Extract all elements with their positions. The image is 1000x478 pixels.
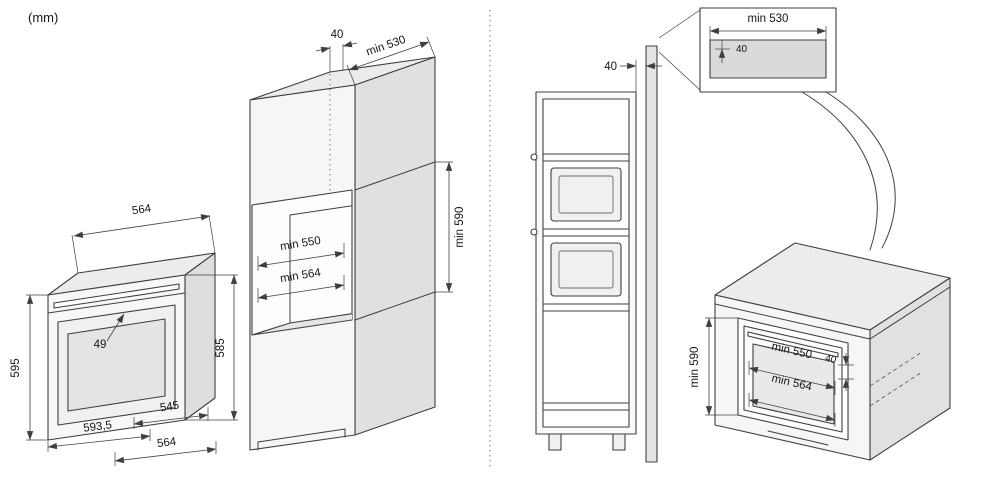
detail-inset: min 530 40 <box>658 7 896 251</box>
base-cabinet-body <box>714 242 951 461</box>
dim-base-niche-height: min 590 <box>689 347 701 388</box>
cabinet-leg-front <box>548 433 562 451</box>
dim-side-view-rear-gap: 40 <box>604 61 617 73</box>
dim-base-rear-gap: 40 <box>824 353 838 366</box>
dim-inset-rear-gap: 40 <box>736 44 748 55</box>
hidden-edge-1 <box>869 351 923 387</box>
dim-inset-top-depth: min 530 <box>748 13 789 25</box>
tall-cabinet-niche <box>251 189 353 336</box>
tall-cabinet-side-niche-bottom-line <box>354 291 436 321</box>
oven-door-glass <box>67 318 166 412</box>
dim-oven-right-height: 585 <box>215 338 227 357</box>
worktop-edge-front <box>714 303 871 340</box>
side-appliance-1 <box>550 167 622 222</box>
dim-oven-inner-width: 545 <box>159 400 180 415</box>
base-drawer-handle-line <box>767 430 829 446</box>
dim-oven-depth: 593,5 <box>83 419 113 434</box>
hinge-dot-1 <box>530 153 538 161</box>
dim-tall-cabinet-top-gap: 40 <box>331 29 344 41</box>
tall-cabinet-niche-interior <box>252 199 352 335</box>
worktop-edge-right <box>869 286 951 340</box>
wall-panel <box>645 45 658 463</box>
oven-dimensions: 564 595 49 585 545 593,5 <box>10 203 238 466</box>
base-cabinet-dimensions: min 590 min 550 40 min 564 <box>689 317 854 427</box>
base-cabinet-view: min 590 min 550 40 min 564 <box>689 242 951 461</box>
units-label: (mm) <box>28 10 58 25</box>
cabinet-leg-rear <box>612 433 626 451</box>
oven-right-face <box>184 252 216 421</box>
oven-view: 564 595 49 585 545 593,5 <box>10 203 238 466</box>
tall-cabinet-plinth-line <box>257 428 346 443</box>
inset-zoom-curve-right <box>825 91 896 249</box>
tall-cabinet-view: 40 min 530 min 550 min 564 min 590 <box>249 29 466 451</box>
side-appliance-2 <box>550 242 622 297</box>
dim-tall-cabinet-niche-height: min 590 <box>454 207 466 248</box>
inset-zoom-curve-left <box>801 91 878 251</box>
inset-callout-line-bottom <box>658 51 701 91</box>
inset-worktop-slab <box>709 39 827 79</box>
hinge-dot-2 <box>530 228 538 236</box>
hidden-edge-2 <box>869 371 923 407</box>
side-cabinet <box>530 91 637 451</box>
oven-handle <box>53 283 180 309</box>
inset-callout-line-top <box>658 9 701 39</box>
oven-control-panel-line <box>47 292 186 314</box>
dim-oven-top-width: 564 <box>131 203 152 218</box>
tall-cabinet-side-niche-top-line <box>354 161 436 191</box>
dim-oven-left-height: 595 <box>10 358 22 377</box>
base-oven-handle <box>747 331 839 358</box>
dim-oven-handle-clearance: 49 <box>94 339 107 351</box>
side-view-dimension: 40 <box>604 60 662 92</box>
oven-body <box>47 252 216 441</box>
tall-cabinet-right-face <box>354 56 436 436</box>
side-view: 40 <box>530 45 662 463</box>
dim-oven-bottom-width: 564 <box>156 436 177 450</box>
dim-tall-cabinet-top-depth: min 530 <box>365 34 408 59</box>
tall-cabinet-dimensions: 40 min 530 min 550 min 564 min 590 <box>257 29 466 303</box>
